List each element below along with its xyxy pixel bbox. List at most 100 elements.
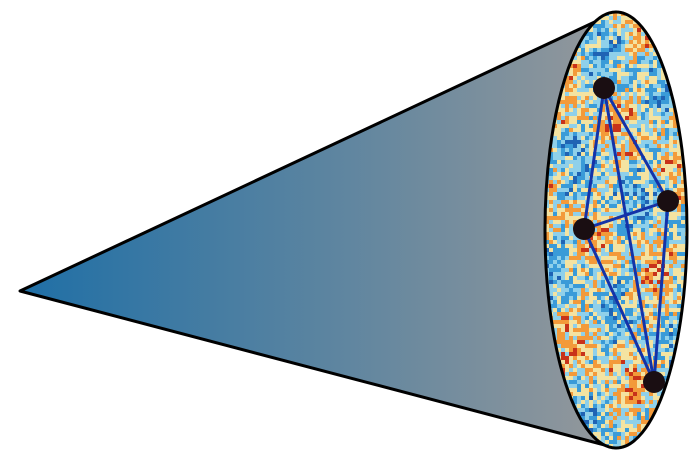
- noise-cell: [565, 324, 570, 329]
- noise-cell: [613, 212, 618, 217]
- noise-cell: [633, 216, 638, 221]
- noise-cell: [621, 32, 626, 37]
- noise-cell: [641, 124, 646, 129]
- noise-cell: [569, 200, 574, 205]
- noise-cell: [577, 308, 582, 313]
- noise-cell: [569, 180, 574, 185]
- noise-cell: [605, 212, 610, 217]
- noise-cell: [597, 360, 602, 365]
- noise-cell: [573, 392, 578, 397]
- noise-cell: [633, 72, 638, 77]
- noise-cell: [673, 180, 678, 185]
- noise-cell: [681, 232, 686, 237]
- noise-cell: [605, 240, 610, 245]
- noise-cell: [589, 132, 594, 137]
- noise-cell: [589, 260, 594, 265]
- noise-cell: [593, 72, 598, 77]
- noise-cell: [629, 184, 634, 189]
- noise-cell: [637, 36, 642, 41]
- noise-cell: [661, 140, 666, 145]
- noise-cell: [641, 240, 646, 245]
- noise-cell: [625, 384, 630, 389]
- noise-cell: [573, 140, 578, 145]
- noise-cell: [597, 272, 602, 277]
- noise-cell: [677, 212, 682, 217]
- noise-cell: [633, 60, 638, 65]
- noise-cell: [549, 268, 554, 273]
- noise-cell: [617, 260, 622, 265]
- noise-cell: [605, 412, 610, 417]
- noise-cell: [629, 428, 634, 433]
- noise-cell: [677, 224, 682, 229]
- noise-cell: [629, 268, 634, 273]
- noise-cell: [573, 272, 578, 277]
- noise-cell: [625, 48, 630, 53]
- noise-cell: [597, 24, 602, 29]
- noise-cell: [593, 332, 598, 337]
- noise-cell: [625, 344, 630, 349]
- noise-cell: [649, 132, 654, 137]
- noise-cell: [641, 244, 646, 249]
- noise-cell: [653, 272, 658, 277]
- noise-cell: [609, 40, 614, 45]
- node-right: [657, 190, 679, 212]
- noise-cell: [661, 80, 666, 85]
- noise-cell: [637, 220, 642, 225]
- noise-cell: [613, 96, 618, 101]
- noise-cell: [585, 68, 590, 73]
- noise-cell: [613, 424, 618, 429]
- noise-cell: [589, 328, 594, 333]
- noise-cell: [669, 276, 674, 281]
- noise-cell: [677, 156, 682, 161]
- noise-cell: [657, 244, 662, 249]
- noise-cell: [577, 88, 582, 93]
- noise-cell: [657, 156, 662, 161]
- noise-cell: [609, 376, 614, 381]
- noise-cell: [609, 264, 614, 269]
- noise-cell: [593, 32, 598, 37]
- noise-cell: [673, 228, 678, 233]
- noise-cell: [621, 96, 626, 101]
- noise-cell: [641, 100, 646, 105]
- noise-cell: [661, 148, 666, 153]
- noise-cell: [645, 244, 650, 249]
- noise-cell: [625, 56, 630, 61]
- noise-cell: [613, 232, 618, 237]
- noise-cell: [657, 220, 662, 225]
- noise-cell: [553, 308, 558, 313]
- noise-cell: [561, 152, 566, 157]
- noise-cell: [549, 276, 554, 281]
- noise-cell: [641, 236, 646, 241]
- noise-cell: [581, 152, 586, 157]
- noise-cell: [601, 344, 606, 349]
- noise-cell: [557, 168, 562, 173]
- noise-cell: [661, 316, 666, 321]
- noise-cell: [585, 156, 590, 161]
- noise-cell: [609, 184, 614, 189]
- noise-cell: [653, 236, 658, 241]
- noise-cell: [589, 420, 594, 425]
- noise-cell: [593, 312, 598, 317]
- noise-cell: [665, 272, 670, 277]
- noise-cell: [653, 144, 658, 149]
- noise-cell: [569, 100, 574, 105]
- noise-cell: [617, 288, 622, 293]
- noise-cell: [577, 84, 582, 89]
- noise-cell: [601, 172, 606, 177]
- noise-cell: [581, 160, 586, 165]
- noise-cell: [665, 120, 670, 125]
- noise-cell: [557, 200, 562, 205]
- noise-cell: [617, 224, 622, 229]
- node-top: [593, 77, 615, 99]
- noise-cell: [669, 336, 674, 341]
- noise-cell: [653, 268, 658, 273]
- noise-cell: [581, 392, 586, 397]
- noise-cell: [593, 28, 598, 33]
- noise-cell: [565, 364, 570, 369]
- noise-cell: [617, 352, 622, 357]
- noise-cell: [653, 300, 658, 305]
- noise-cell: [581, 308, 586, 313]
- noise-cell: [605, 44, 610, 49]
- noise-cell: [553, 240, 558, 245]
- noise-cell: [569, 308, 574, 313]
